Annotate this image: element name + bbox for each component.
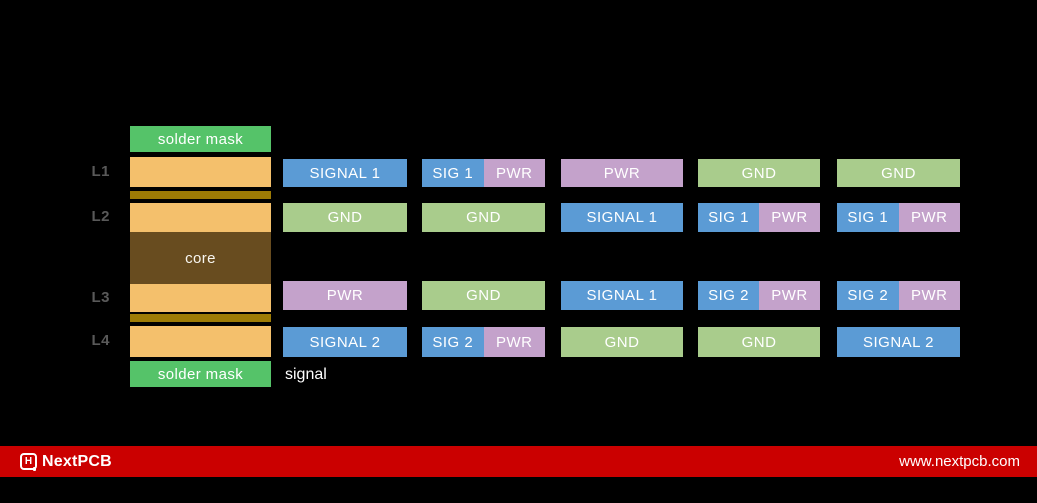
cell-label-signal: SIGNAL 2: [863, 333, 934, 351]
footer-bar: H NextPCB www.nextpcb.com: [0, 446, 1037, 477]
layer-label-l2: L2: [91, 208, 110, 225]
cell-label-power: PWR: [483, 327, 545, 357]
cell-label-signal: SIGNAL 2: [309, 333, 381, 351]
brand-name: NextPCB: [42, 452, 112, 470]
solder-mask-top-layer: solder mask: [130, 126, 271, 152]
cell-option2-l3: GND: [422, 281, 545, 310]
cell-label-power: PWR: [483, 159, 545, 187]
copper-layer-l1: [130, 157, 271, 187]
cell-option4-l1: GND: [698, 159, 820, 187]
solder-mask-bottom-label: solder mask: [157, 365, 244, 383]
cell-option1-l3: PWR: [283, 281, 407, 310]
cell-label-signal: SIGNAL 1: [586, 209, 658, 226]
cell-label-ground: GND: [741, 164, 777, 182]
layer-label-l4: L4: [91, 332, 110, 349]
cell-option2-l2: GND: [422, 203, 545, 232]
logo-tail: [33, 467, 36, 471]
copper-layer-l4: [130, 326, 271, 357]
copper-layer-l3: [130, 284, 271, 312]
cell-option1-l1: SIGNAL 1: [283, 159, 407, 187]
cell-label-signal: SIG 2: [698, 281, 759, 310]
copper-layer-l2: [130, 203, 271, 232]
cell-option3-l2: SIGNAL 1: [561, 203, 683, 232]
cell-label-ground: GND: [741, 333, 777, 351]
cell-option1-l4: SIGNAL 2: [283, 327, 407, 357]
logo-letter: H: [24, 455, 33, 467]
cell-label-signal: SIG 1: [422, 159, 484, 187]
stackup-option-1: SIGNAL 1 GND PWR SIGNAL 2: [283, 0, 407, 503]
nextpcb-logo-icon: H: [20, 453, 37, 471]
cell-option5-l1: GND: [837, 159, 960, 187]
cell-label-power: PWR: [326, 287, 364, 304]
cell-label-power: PWR: [898, 281, 960, 310]
core-label: core: [185, 249, 216, 267]
cell-label-power: PWR: [898, 203, 960, 232]
cell-option4-l4: GND: [698, 327, 820, 357]
cell-label-ground: GND: [327, 209, 363, 226]
core-layer: core: [130, 232, 271, 284]
cell-label-ground: GND: [881, 164, 916, 182]
prepreg-layer-1: [130, 191, 271, 199]
cell-option3-l4: GND: [561, 327, 683, 357]
cell-label-signal: SIG 2: [422, 327, 484, 357]
cell-option1-l2: GND: [283, 203, 407, 232]
brand: H NextPCB: [20, 453, 112, 471]
solder-mask-top-label: solder mask: [157, 130, 244, 148]
cell-option5-l4: SIGNAL 2: [837, 327, 960, 357]
cell-option3-l1: PWR: [561, 159, 683, 187]
cell-label-power: PWR: [603, 164, 641, 182]
website-url: www.nextpcb.com: [899, 453, 1020, 470]
cell-label-signal: SIGNAL 1: [586, 287, 658, 304]
prepreg-layer-2: [130, 314, 271, 322]
cell-label-signal: SIG 2: [837, 281, 899, 310]
cell-label-signal: SIG 1: [837, 203, 899, 232]
solder-mask-bottom-layer: solder mask: [130, 361, 271, 387]
cell-label-power: PWR: [759, 281, 820, 310]
signal-caption: signal: [285, 366, 327, 383]
cell-option3-l3: SIGNAL 1: [561, 281, 683, 310]
layer-label-l1: L1: [91, 163, 110, 180]
layer-label-l3: L3: [91, 289, 110, 306]
cell-label-ground: GND: [466, 209, 501, 226]
stackup-option-3: PWR SIGNAL 1 SIGNAL 1 GND: [561, 0, 683, 503]
cell-label-ground: GND: [466, 287, 501, 304]
cell-label-signal: SIG 1: [698, 203, 759, 232]
cell-label-ground: GND: [604, 333, 640, 351]
cell-label-signal: SIGNAL 1: [309, 164, 381, 182]
cell-label-power: PWR: [759, 203, 820, 232]
